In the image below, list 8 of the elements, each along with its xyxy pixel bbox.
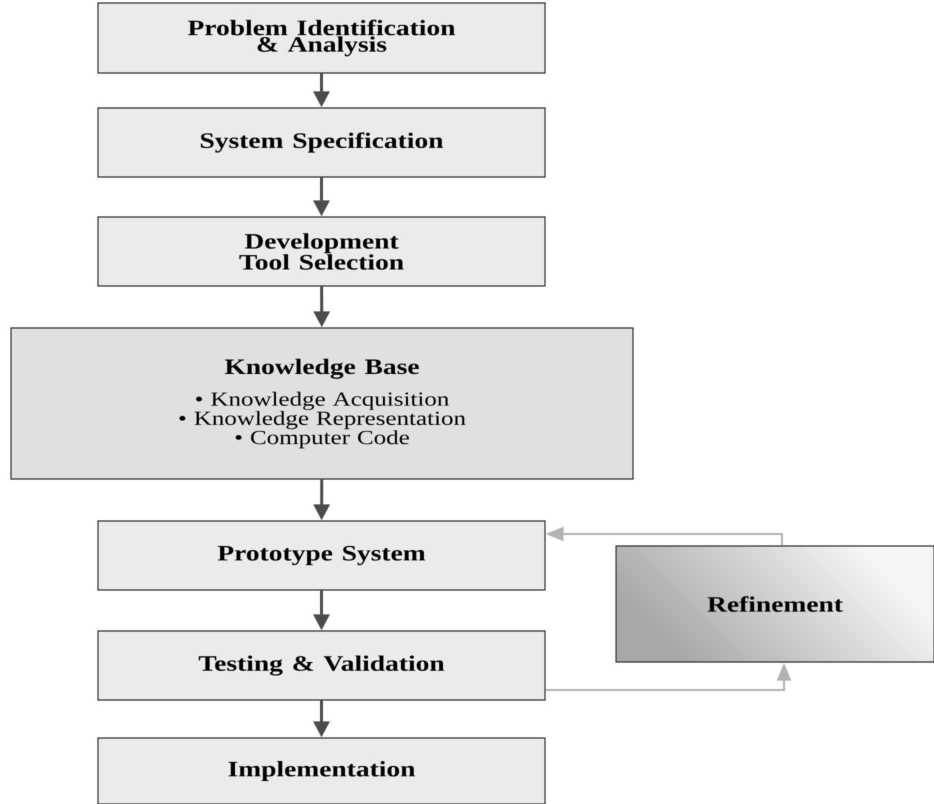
process-box: Testing & Validation bbox=[97, 630, 546, 701]
process-box: System Specification bbox=[97, 107, 546, 178]
process-box: Implementation bbox=[97, 737, 546, 804]
process-box: Problem Identification & Analysis bbox=[97, 2, 546, 74]
process-box: Prototype System bbox=[97, 520, 546, 591]
process-box: Development Tool Selection bbox=[97, 216, 546, 287]
process-box: Knowledge Base • Knowledge Acquisition • Knowledge Representation • Computer Code bbox=[10, 327, 634, 480]
refinement-box: Refinement bbox=[615, 545, 934, 663]
